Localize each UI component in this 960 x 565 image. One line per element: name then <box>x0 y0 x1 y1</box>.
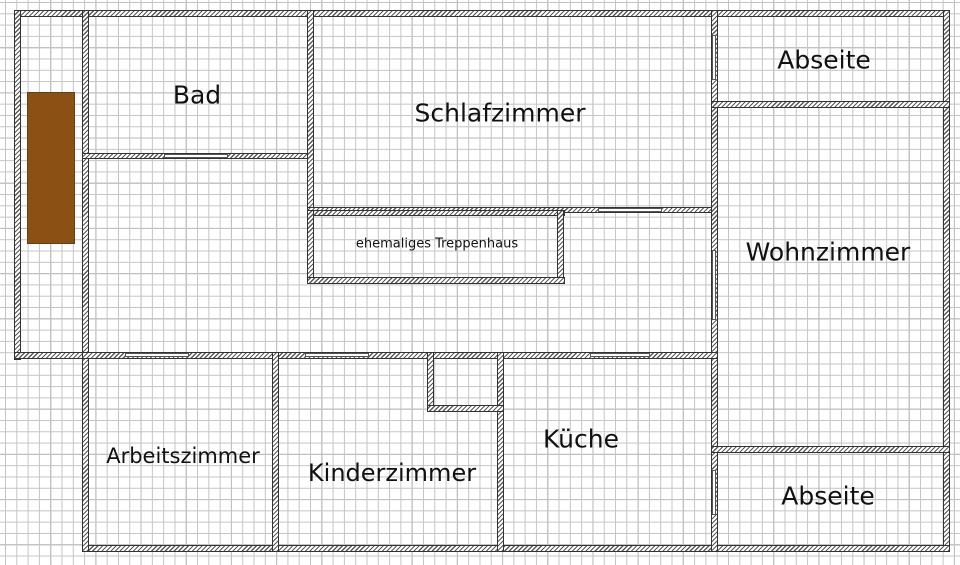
door-abseite-top <box>712 35 716 80</box>
room-label-schlafzimmer: Schlafzimmer <box>414 98 586 128</box>
room-label-wohnzimmer: Wohnzimmer <box>745 237 911 267</box>
wall-arbeitszimmer-right <box>272 352 279 552</box>
door-abseite-bottom <box>712 470 716 515</box>
wall-corridor-bottom <box>82 352 718 359</box>
wall-kinderzimmer-right <box>497 352 504 552</box>
door-kinderzimmer <box>305 353 369 357</box>
wall-treppe-right <box>557 210 564 284</box>
wall-closet-bottom <box>427 405 504 412</box>
room-label-arbeitszimmer: Arbeitszimmer <box>106 444 260 468</box>
outer-wall-bottom <box>82 545 950 552</box>
room-label-kueche: Küche <box>543 424 619 454</box>
room-label-treppenhaus: ehemaliges Treppenhaus <box>355 236 519 252</box>
wall-treppe-left <box>307 210 314 284</box>
wall-left-strip <box>82 10 89 358</box>
door-kueche <box>590 353 650 357</box>
room-label-abseite-bottom: Abseite <box>781 481 875 511</box>
door-arbeitszimmer <box>125 353 189 357</box>
outer-wall-left-lower <box>82 352 89 552</box>
wall-schlafzimmer-left <box>307 10 314 210</box>
wall-treppe-bottom <box>307 277 565 284</box>
outer-wall-left-upper <box>14 10 21 360</box>
room-label-abseite-top: Abseite <box>777 45 871 75</box>
outer-wall-left-strip-bottom <box>14 352 89 359</box>
wall-abseite-bottom-top <box>711 446 950 453</box>
chimney-block <box>27 92 75 244</box>
wall-abseite-top-bottom <box>711 101 950 108</box>
outer-wall-top <box>14 10 950 17</box>
door-schlafzimmer <box>598 208 662 212</box>
wall-closet-left <box>427 352 434 412</box>
door-bad <box>164 154 228 158</box>
wall-treppe-top <box>307 210 565 216</box>
room-label-bad: Bad <box>172 80 222 110</box>
door-wohnzimmer <box>712 250 716 320</box>
outer-wall-right <box>943 10 950 552</box>
room-label-kinderzimmer: Kinderzimmer <box>307 459 477 487</box>
